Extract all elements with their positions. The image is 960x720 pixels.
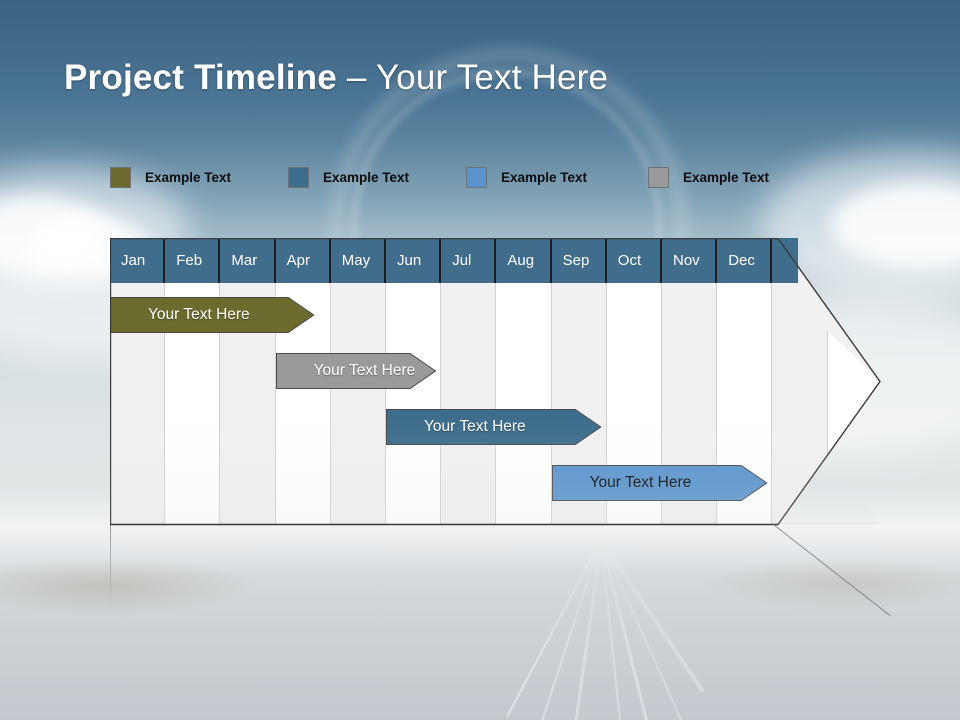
legend-item[interactable]: Example Text [648,160,769,194]
month-column [330,283,386,524]
legend-label: Example Text [501,169,588,185]
task-bar[interactable]: Your Text Here [110,297,315,333]
month-header-jan[interactable]: Jan [110,238,166,283]
reflection-edge-left [110,525,111,613]
legend-item[interactable]: Example Text [466,160,587,194]
gridline [219,283,221,524]
month-header-feb[interactable]: Feb [165,238,221,283]
gridline [660,283,662,524]
task-bar[interactable]: Your Text Here [275,353,437,389]
legend-swatch-icon [466,166,487,188]
gridline [605,283,607,524]
gridline [384,283,386,524]
month-header-nov[interactable]: Nov [662,238,718,283]
month-header-jul[interactable]: Jul [441,238,497,283]
task-bar-label: Your Text Here [313,362,416,379]
legend-swatch-icon [110,166,131,188]
month-column [441,283,497,524]
page-title: Project Timeline – Your Text Here [64,58,608,98]
month-header-sep[interactable]: Sep [551,238,607,283]
gridline [550,283,552,524]
task-bar-label: Your Text Here [424,418,526,435]
task-bar[interactable]: Your Text Here [551,465,768,501]
legend: Example Text Example Text Example Text Exam… [110,160,870,194]
month-header-jun[interactable]: Jun [386,238,442,283]
gridline [716,283,718,524]
month-header-dec[interactable]: Dec [717,238,773,283]
legend-label: Example Text [145,169,232,185]
month-header-aug[interactable]: Aug [496,238,552,283]
month-header-mar[interactable]: Mar [220,238,276,283]
month-header-oct[interactable]: Oct [606,238,662,283]
timeline-arrow-outline [110,238,881,526]
gridline [274,283,276,524]
month-column [386,283,442,524]
page-title-bold: Project Timeline [64,58,337,97]
legend-label: Example Text [683,169,770,185]
task-bar-label: Your Text Here [148,306,250,323]
legend-item[interactable]: Example Text [110,160,231,194]
gridline [440,283,442,524]
task-bar[interactable]: Your Text Here [386,409,602,445]
legend-swatch-icon [648,166,669,188]
month-header-may[interactable]: May [330,238,386,283]
gridline [329,283,331,524]
month-column [496,283,552,524]
task-bar-label: Your Text Here [589,474,692,491]
page-title-rest: – Your Text Here [336,58,609,97]
legend-swatch-icon [288,166,309,188]
legend-item[interactable]: Example Text [288,160,409,194]
task-bar-shape [386,409,602,445]
gridline [164,283,166,524]
gridline [826,283,828,524]
task-bar-shape [275,353,437,389]
month-header-apr[interactable]: Apr [275,238,331,283]
legend-label: Example Text [323,169,410,185]
gridline [771,283,773,524]
task-bar-shape [551,465,768,501]
gridline [495,283,497,524]
reflection-edge-diagonal [772,524,892,618]
